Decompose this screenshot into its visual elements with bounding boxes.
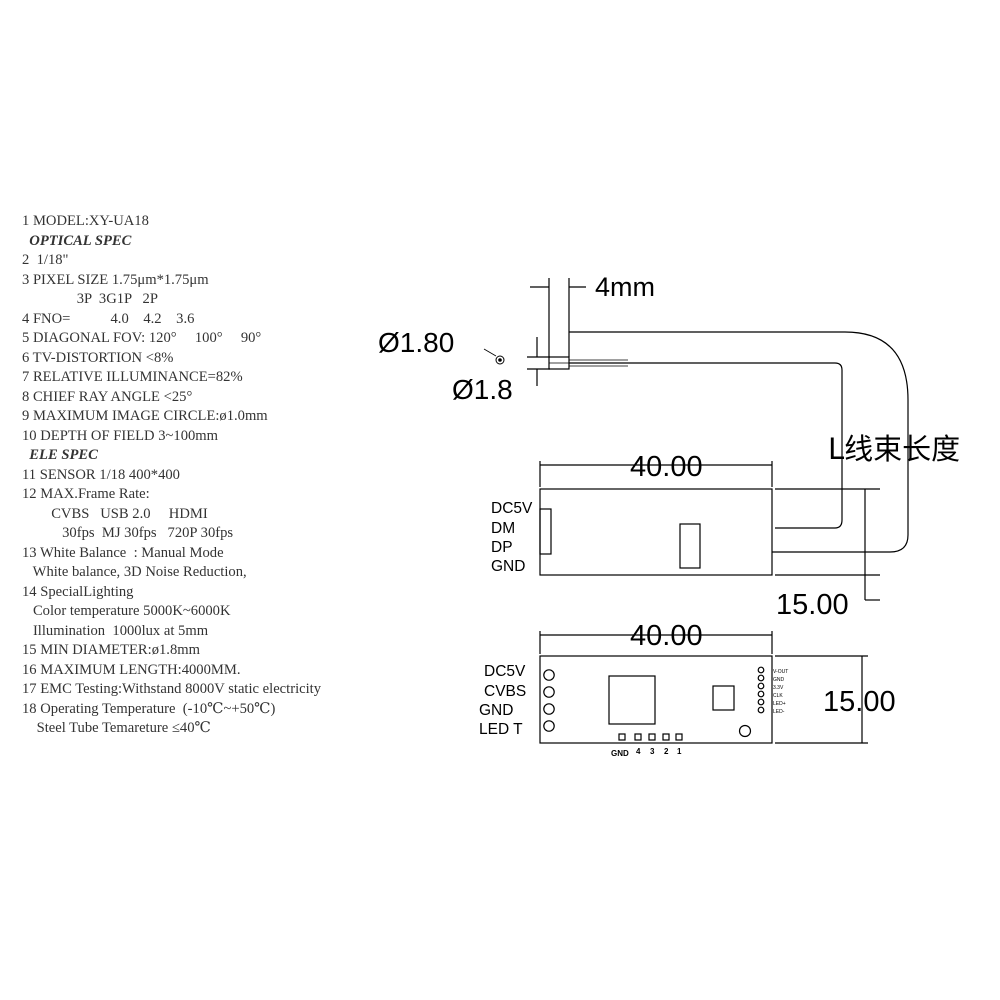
- spec-line: 13 White Balance : Manual Mode: [22, 544, 224, 561]
- pin-label: GND: [479, 702, 513, 719]
- pin-label: DC5V: [484, 663, 526, 680]
- tip-diameter-label: Ø1.80: [378, 327, 454, 358]
- spec-line: 30fps MJ 30fps 720P 30fps: [22, 525, 234, 541]
- board-top-width: 40.00: [630, 451, 703, 483]
- pad-label: 4: [636, 747, 641, 756]
- spec-line: 17 EMC Testing:Withstand 8000V static el…: [22, 681, 322, 697]
- side-pad-label: V-OUT: [773, 669, 788, 675]
- spec-line: 12 MAX.Frame Rate:: [22, 486, 150, 502]
- board-bottom: [539, 631, 868, 744]
- pad-label: 1: [677, 747, 682, 756]
- spec-line: 4 FNO= 4.0 4.2 3.6: [22, 310, 195, 327]
- spec-line: 16 MAXIMUM LENGTH:4000MM.: [22, 661, 241, 678]
- spec-section-heading: ELE SPEC: [22, 447, 98, 463]
- spec-line: 3P 3G1P 2P: [22, 291, 158, 307]
- spec-section-heading: OPTICAL SPEC: [22, 232, 132, 249]
- length-dimension-line: [569, 331, 909, 553]
- pad-label: 2: [664, 747, 669, 756]
- spec-line: 7 RELATIVE ILLUMINANCE=82%: [22, 369, 243, 385]
- board-bottom-height: 15.00: [823, 686, 896, 718]
- spec-line: Steel Tube Temareture ≤40℃: [22, 720, 211, 736]
- side-pad-label: GND: [773, 677, 785, 683]
- board-bottom-side-labels: V-OUT GND 3.3V CLK LED+ LED-: [773, 669, 788, 715]
- spec-line: 6 TV-DISTORTION <8%: [22, 349, 174, 366]
- spec-line: 10 DEPTH OF FIELD 3~100mm: [22, 427, 218, 444]
- lens-assembly: [483, 278, 909, 553]
- usb-connector: [539, 508, 552, 555]
- side-pad-label: LED-: [773, 709, 785, 715]
- pin-label: DC5V: [491, 500, 533, 517]
- tube-diameter-label: Ø1.8: [452, 374, 513, 405]
- spec-line: 3 PIXEL SIZE 1.75μm*1.75μm: [22, 271, 209, 288]
- board-outline: [539, 488, 773, 576]
- board-outline: [539, 655, 773, 744]
- pin-label: DP: [491, 539, 513, 556]
- spec-line: Color temperature 5000K~6000K: [22, 603, 231, 619]
- spec-line: 11 SENSOR 1/18 400*400: [22, 466, 180, 483]
- sensor-chip: [608, 675, 656, 725]
- chip: [679, 523, 701, 569]
- spec-line: 9 MAXIMUM IMAGE CIRCLE:ø1.0mm: [22, 408, 268, 424]
- spec-line: White balance, 3D Noise Reduction,: [22, 564, 247, 580]
- spec-line: 8 CHIEF RAY ANGLE <25°: [22, 388, 193, 405]
- pad-label: GND: [611, 749, 629, 758]
- spec-line: 15 MIN DIAMETER:ø1.8mm: [22, 642, 200, 658]
- spec-line: 18 Operating Temperature (-10℃~+50℃): [22, 700, 276, 717]
- board-top-height: 15.00: [776, 589, 849, 621]
- cable: [569, 362, 843, 529]
- board-top-pins: DC5V DM DP GND: [491, 500, 533, 575]
- spec-list: 1 MODEL:XY-UA18 OPTICAL SPEC 2 1/18" 3 PIX…: [22, 212, 492, 739]
- spec-line: 5 DIAGONAL FOV: 120° 100° 90°: [22, 330, 262, 346]
- spec-line: 14 SpecialLighting: [22, 583, 134, 600]
- side-pad-label: 3.3V: [773, 685, 784, 691]
- side-pad-label: CLK: [773, 693, 783, 699]
- pin-label: CVBS: [484, 683, 526, 700]
- cable-length-label: L线束长度: [828, 432, 960, 466]
- side-pad-label: LED+: [773, 701, 786, 707]
- pad-label: 3: [650, 747, 655, 756]
- chip: [712, 685, 735, 711]
- board-bottom-pad-labels: GND 4 3 2 1: [611, 747, 682, 758]
- board-bottom-width: 40.00: [630, 620, 703, 652]
- spec-line: 1 MODEL:XY-UA18: [22, 213, 149, 229]
- board-top: [539, 461, 880, 601]
- board-bottom-pins: DC5V CVBS GND LED T: [479, 663, 526, 738]
- spec-line: Illumination 1000lux at 5mm: [22, 622, 209, 639]
- pin-label: DM: [491, 520, 515, 537]
- pin-label: LED T: [479, 721, 523, 738]
- spec-line: CVBS USB 2.0 HDMI: [22, 505, 208, 522]
- pin-label: GND: [491, 558, 525, 575]
- spec-line: 2 1/18": [22, 252, 69, 268]
- lens-length-label: 4mm: [595, 272, 655, 302]
